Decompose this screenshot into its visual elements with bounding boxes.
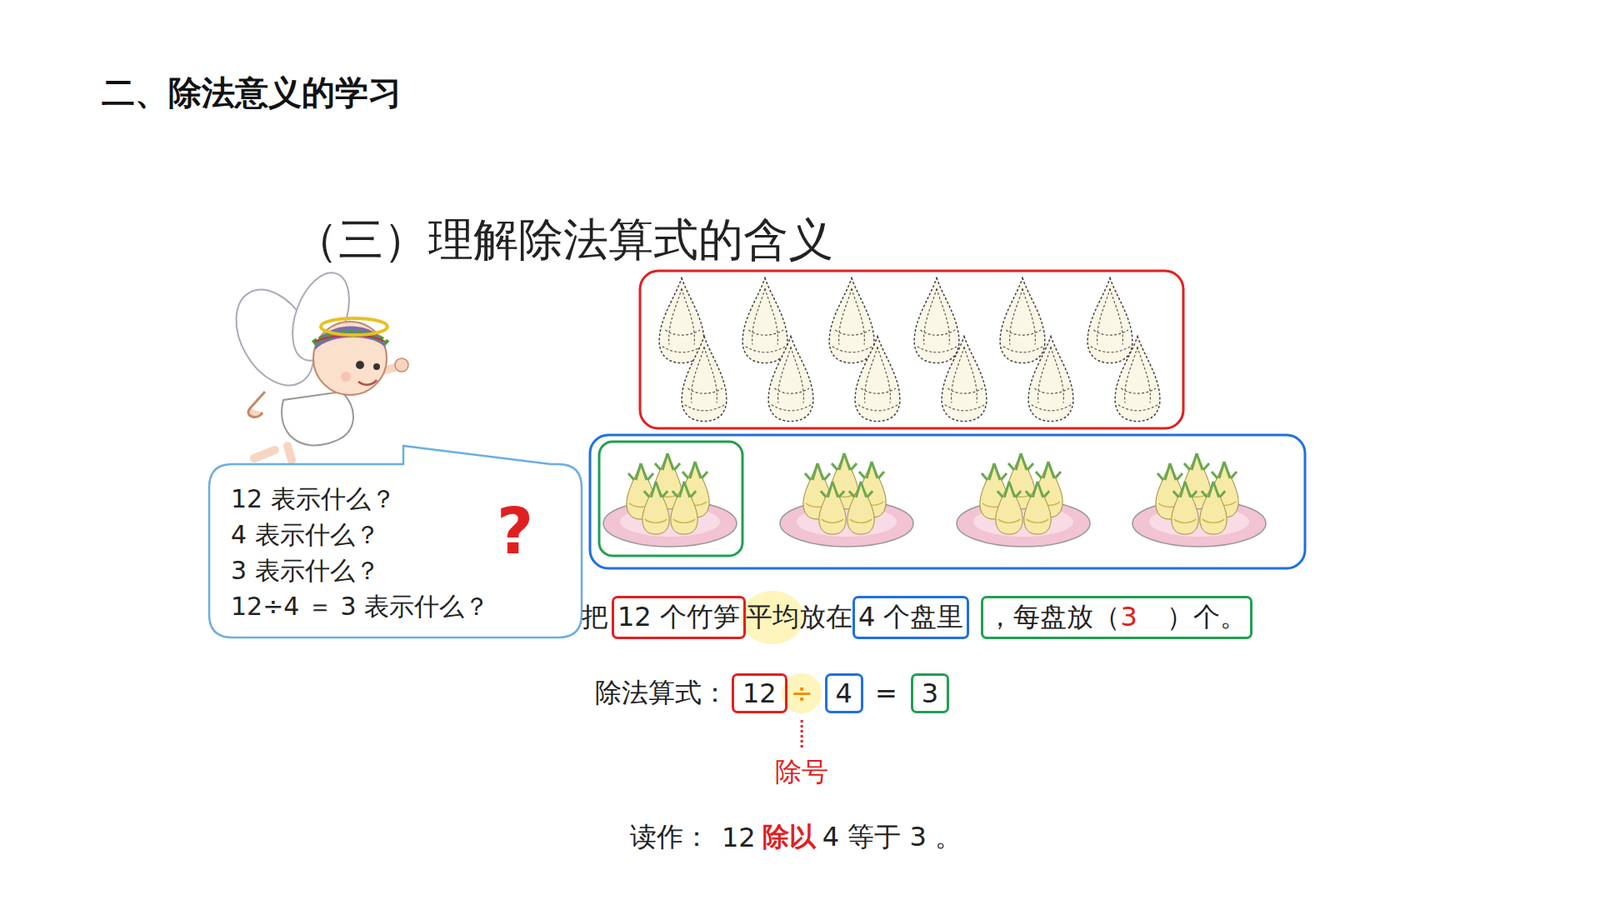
sentence-text: 读作：: [630, 819, 710, 856]
sentence-text: 除法算式：: [595, 675, 729, 712]
sentence-text: 12 个竹笋: [617, 599, 740, 636]
phrase-box: 4 个盘里: [852, 595, 970, 640]
sentence-text: 4 个盘里: [858, 599, 965, 636]
sentence-text: 4 等于 3 。: [822, 819, 962, 856]
sentence-text: 12: [721, 821, 756, 854]
question-text: 4 表示什么？: [230, 516, 380, 553]
phrase-box: ，每盘放（3）个。: [980, 595, 1253, 640]
number-box: 4: [825, 673, 864, 714]
sentence-text: =: [875, 677, 898, 710]
sentence-text: ）个。: [1166, 599, 1247, 636]
question-text: 3 表示什么？: [230, 552, 380, 589]
sentence-text: 3: [921, 677, 939, 710]
sentence-text: ，每盘放（: [986, 599, 1120, 636]
sentence-text: 12: [742, 677, 777, 710]
text-row: 把12 个竹笋平均放在4 个盘里 ，每盘放（3）个。: [581, 595, 1253, 640]
number-box: 3: [910, 673, 950, 714]
page-title: 二、除法意义的学习: [101, 70, 402, 116]
question-mark: ?: [496, 500, 534, 564]
sentence-text: ÷: [790, 677, 814, 710]
sentence-text: 除以: [762, 819, 816, 856]
question-text: 12÷4 ＝ 3 表示什么？: [230, 588, 490, 625]
section-heading: （三）理解除法算式的含义: [293, 210, 834, 271]
sentence-text: 4: [835, 677, 853, 710]
phrase-box: 12 个竹笋: [611, 595, 746, 640]
text-row: 读作： 12除以4 等于 3 。: [630, 819, 962, 856]
sentence-text: 3: [1120, 600, 1167, 633]
sentence-text: 把: [581, 599, 609, 636]
sentence-text: 平均放在: [745, 599, 853, 636]
question-text: 12 表示什么？: [230, 480, 396, 517]
number-box: 12: [731, 673, 788, 714]
symbol-name: 除号: [775, 754, 829, 791]
text-row: 除法算式： 12 ÷ 4 = 3: [595, 673, 950, 714]
